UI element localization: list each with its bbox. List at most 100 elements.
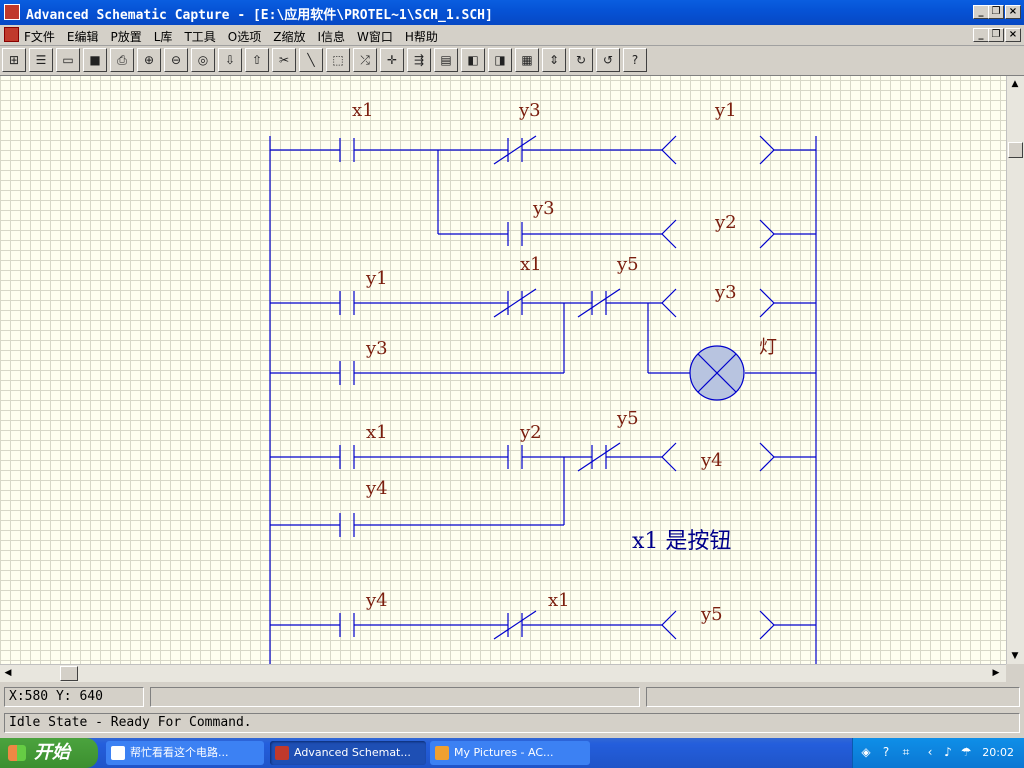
bus-icon[interactable]: ⇶ [407,48,431,72]
wire-icon[interactable]: ╲ [299,48,323,72]
label-r7-y5: y5 [700,604,723,625]
menu-tools[interactable]: T工具 [184,30,216,44]
repeat-icon[interactable]: ↻ [569,48,593,72]
note-text: x1 是按钮 [632,529,731,554]
schematic-app-icon [275,746,289,760]
status-panel-2 [150,687,640,707]
label-r3-y5: y5 [616,254,639,275]
status-bar: X:580 Y: 640 [0,684,1024,710]
align-icon[interactable]: ⇕ [542,48,566,72]
menu-options[interactable]: O选项 [227,30,262,44]
lamp-symbol[interactable] [689,345,745,401]
clock: 20:02 [982,746,1014,759]
move-up-icon[interactable]: ⇧ [245,48,269,72]
schematic-canvas[interactable]: x1 y3 y1 y3 y2 y1 x1 y5 y3 y3 灯 x1 y2 y5… [0,76,1006,664]
windows-logo-icon [8,745,26,761]
zoom-in-icon[interactable]: ⊕ [137,48,161,72]
wires [269,135,817,664]
close-button[interactable]: × [1005,5,1021,19]
scroll-left-icon[interactable]: ◀ [4,668,12,678]
place-component-icon[interactable]: ◨ [488,48,512,72]
start-label: 开始 [34,742,70,763]
app-icon[interactable] [4,4,20,20]
zoom-fit-icon[interactable]: ◎ [191,48,215,72]
open-folder-icon[interactable]: ▭ [56,48,80,72]
taskbar-item-label: 帮忙看看这个电路... [130,746,229,759]
label-r6-y4: y4 [365,478,388,499]
taskbar-item-label: Advanced Schemat... [294,746,411,759]
place-part-icon[interactable]: ▤ [434,48,458,72]
menu-bar: F文件 E编辑 P放置 L库 T工具 O选项 Z缩放 I信息 W窗口 H帮助 _… [0,25,1024,46]
label-r7-x1: x1 [548,590,570,611]
doc-minimize-button[interactable]: _ [973,28,989,42]
deselect-icon[interactable]: ⤮ [353,48,377,72]
label-r4-y3: y3 [365,338,388,359]
zoom-out-icon[interactable]: ⊖ [164,48,188,72]
move-down-icon[interactable]: ⇩ [218,48,242,72]
status-message: Idle State - Ready For Command. [4,713,1020,733]
menu-window[interactable]: W窗口 [357,30,393,44]
select-icon[interactable]: ⬚ [326,48,350,72]
document-icon[interactable] [4,27,19,42]
vertical-scrollbar[interactable]: ▲ ▼ [1006,76,1024,664]
horizontal-scrollbar[interactable]: ◀ ▶ [0,664,1006,682]
title-bar[interactable]: Advanced Schematic Capture - [E:\应用软件\PR… [0,0,1024,25]
minimize-button[interactable]: _ [973,5,989,19]
help-tray-icon[interactable]: ? [882,745,890,759]
network-icon[interactable]: ◈ [861,745,871,759]
label-r5-y4: y4 [700,450,723,471]
doc-restore-button[interactable]: ❐ [988,28,1004,42]
grid-icon[interactable]: ▦ [515,48,539,72]
label-r3-y3: y3 [714,282,737,303]
restore-button[interactable]: ❐ [988,5,1004,19]
schematic-drawing: x1 y3 y1 y3 y2 y1 x1 y5 y3 y3 灯 x1 y2 y5… [269,100,817,664]
browser-icon [111,746,125,760]
label-r1-y3: y3 [518,100,541,121]
taskbar: 开始 帮忙看看这个电路... Advanced Schemat... My Pi… [0,738,1024,768]
label-r5-x1: x1 [366,422,388,443]
cursor-coordinates: X:580 Y: 640 [4,687,144,707]
antivirus-icon[interactable]: ☂ [960,745,972,759]
library-icon[interactable]: ◧ [461,48,485,72]
menu-library[interactable]: L库 [153,30,173,44]
save-icon[interactable]: ■ [83,48,107,72]
scroll-down-icon[interactable]: ▼ [1011,651,1019,661]
label-lamp: 灯 [759,337,777,358]
cross-icon[interactable]: ✛ [380,48,404,72]
label-r2-y3: y3 [532,198,555,219]
hierarchy-icon[interactable]: ☰ [29,48,53,72]
cut-icon[interactable]: ✂ [272,48,296,72]
design-manager-icon[interactable]: ⊞ [2,48,26,72]
start-button[interactable]: 开始 [0,738,98,768]
taskbar-item-pictures[interactable]: My Pictures - AC... [430,741,590,765]
menu-zoom[interactable]: Z缩放 [273,30,306,44]
scroll-up-icon[interactable]: ▲ [1011,79,1019,89]
print-icon[interactable]: ⎙ [110,48,134,72]
label-r1-y1: y1 [714,100,737,121]
doc-close-button[interactable]: × [1005,28,1021,42]
volume-icon[interactable]: ♪ [944,745,952,759]
help-button[interactable]: ? [623,48,647,72]
taskbar-item-schematic[interactable]: Advanced Schemat... [270,741,426,765]
menu-info[interactable]: I信息 [317,30,346,44]
menu-help[interactable]: H帮助 [404,30,438,44]
menu-file[interactable]: F文件 [24,30,55,44]
label-r7-y4: y4 [365,590,388,611]
vertical-scroll-thumb[interactable] [1008,142,1023,158]
taskbar-item-browser[interactable]: 帮忙看看这个电路... [106,741,264,765]
message-bar: Idle State - Ready For Command. [0,710,1024,738]
menu-place[interactable]: P放置 [110,30,142,44]
status-panel-3 [646,687,1020,707]
label-r3-y1: y1 [365,268,388,289]
tray-expand-icon[interactable]: ‹ [927,745,933,759]
folder-icon [435,746,449,760]
taskbar-item-label: My Pictures - AC... [454,746,554,759]
label-r5-y5: y5 [616,408,639,429]
undo-icon[interactable]: ↺ [596,48,620,72]
menu-edit[interactable]: E编辑 [66,30,99,44]
toolbar: ⊞ ☰ ▭ ■ ⎙ ⊕ ⊖ ◎ ⇩ ⇧ ✂ ╲ ⬚ ⤮ ✛ ⇶ ▤ ◧ ◨ ▦ … [0,46,1024,76]
horizontal-scroll-thumb[interactable] [60,666,78,681]
hardware-icon[interactable]: ⌗ [902,745,910,759]
scroll-right-icon[interactable]: ▶ [992,668,1000,678]
